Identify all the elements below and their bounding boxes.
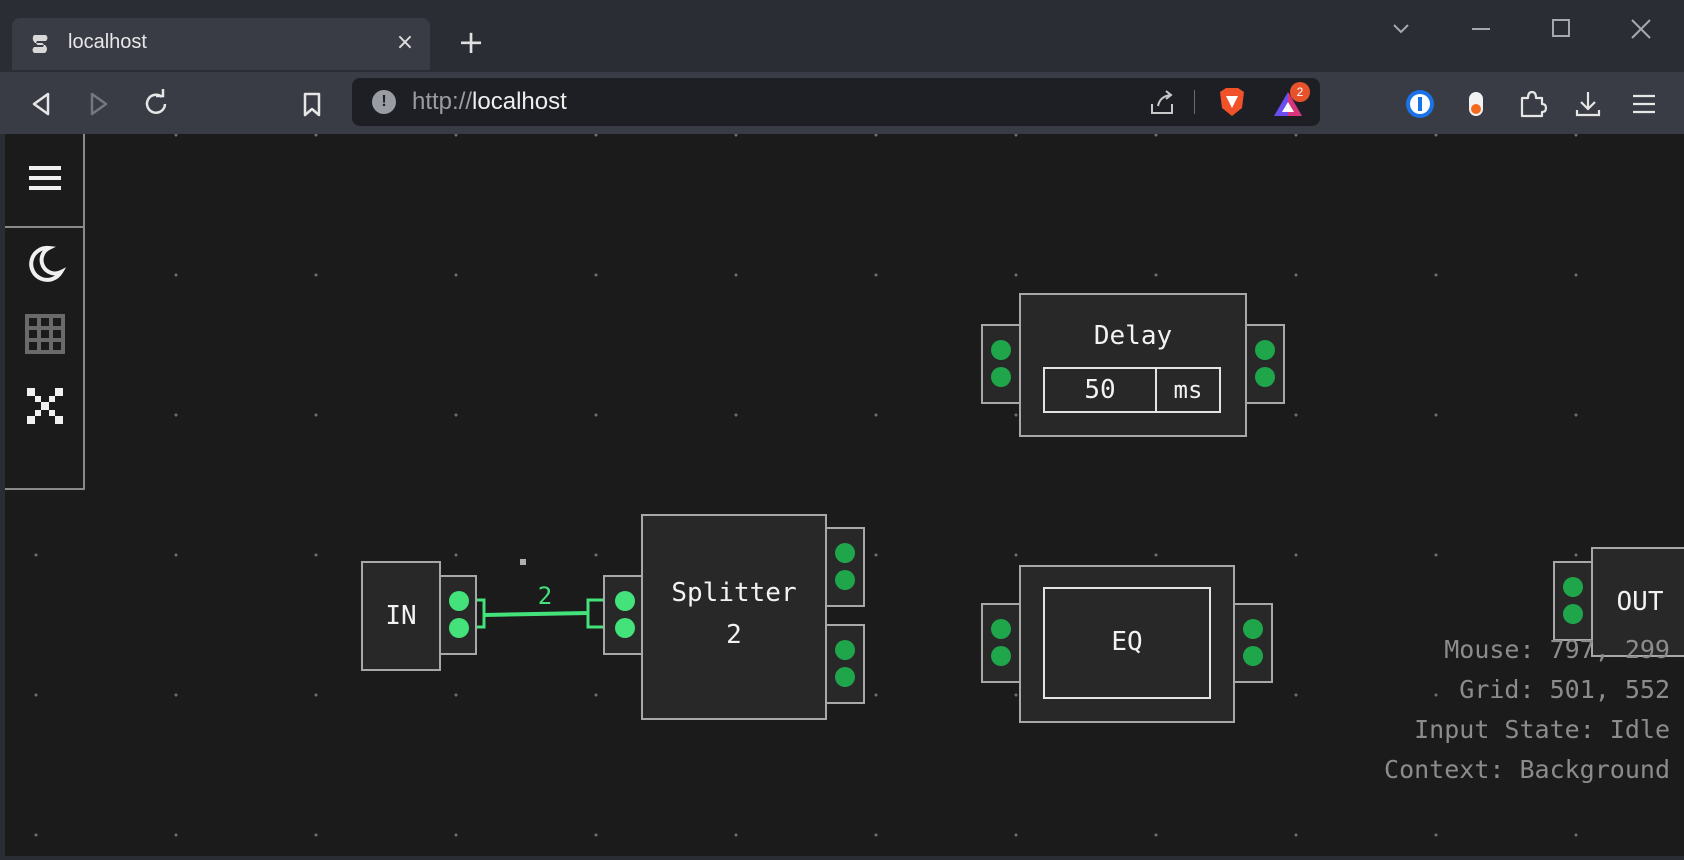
node-delay-input-port[interactable] (981, 324, 1021, 404)
forward-icon[interactable] (78, 84, 118, 124)
port-dot[interactable] (1563, 577, 1583, 597)
tab-strip: localhost × + (0, 0, 1684, 72)
port-dot[interactable] (1243, 646, 1263, 666)
port-dot[interactable] (615, 618, 635, 638)
node-eq[interactable]: EQ (1019, 565, 1235, 723)
address-bar-separator (1194, 90, 1195, 114)
editor-sidebar (5, 134, 85, 490)
url-text[interactable]: http://localhost (412, 88, 567, 116)
svelte-favicon-icon (32, 35, 48, 53)
bookmark-icon[interactable] (292, 84, 332, 124)
node-out[interactable]: OUT (1591, 547, 1684, 657)
minimize-icon[interactable] (1464, 14, 1498, 44)
node-editor-canvas[interactable]: 2 IN Splitter 2 (5, 134, 1684, 856)
port-dot[interactable] (1255, 340, 1275, 360)
tab-search-chevron-icon[interactable] (1384, 14, 1418, 44)
cursor-marker (520, 559, 526, 565)
port-dot[interactable] (835, 667, 855, 687)
port-dot[interactable] (1243, 619, 1263, 639)
port-dot[interactable] (1563, 604, 1583, 624)
port-dot[interactable] (835, 543, 855, 563)
tab-localhost[interactable]: localhost × (12, 18, 430, 70)
node-in[interactable]: IN (361, 561, 441, 671)
grid-icon[interactable] (23, 312, 67, 356)
extension-toggle-icon[interactable] (1456, 84, 1496, 124)
node-out-input-port[interactable] (1553, 561, 1593, 641)
back-icon[interactable] (22, 84, 62, 124)
node-splitter-label: Splitter (671, 578, 797, 608)
connection-label: 2 (537, 582, 553, 610)
password-manager-icon[interactable] (1400, 84, 1440, 124)
url-protocol: http:// (412, 88, 473, 115)
delay-unit-label: ms (1155, 367, 1221, 413)
node-delay[interactable]: Delay 50 ms (1019, 293, 1247, 437)
theme-moon-icon[interactable] (23, 242, 67, 286)
mouse-position-readout: Mouse: 797, 299 (1444, 635, 1670, 664)
menu-icon[interactable] (23, 156, 67, 200)
input-state-readout: Input State: Idle (1414, 715, 1670, 744)
node-eq-output-port[interactable] (1233, 603, 1273, 683)
downloads-icon[interactable] (1568, 84, 1608, 124)
node-in-output-port[interactable] (439, 575, 477, 655)
url-host: localhost (472, 88, 567, 115)
close-window-icon[interactable] (1624, 14, 1658, 44)
node-delay-label: Delay (1093, 321, 1173, 351)
node-delay-output-port[interactable] (1245, 324, 1285, 404)
port-dot[interactable] (449, 591, 469, 611)
port-dot[interactable] (991, 340, 1011, 360)
port-dot[interactable] (991, 646, 1011, 666)
rewards-badge: 2 (1290, 82, 1310, 102)
sidebar-divider (5, 226, 85, 228)
port-dot[interactable] (615, 591, 635, 611)
reload-icon[interactable] (136, 84, 176, 124)
node-splitter-count: 2 (726, 620, 742, 650)
extensions-puzzle-icon[interactable] (1512, 84, 1552, 124)
node-splitter-output-port-2[interactable] (825, 624, 865, 704)
port-dot[interactable] (1255, 367, 1275, 387)
port-dot[interactable] (991, 367, 1011, 387)
port-dot[interactable] (835, 570, 855, 590)
address-bar[interactable]: ! http://localhost 2 (352, 78, 1320, 126)
node-eq-label: EQ (1043, 587, 1211, 699)
port-dot[interactable] (449, 618, 469, 638)
status-readout: Mouse: 797, 299 Grid: 501, 552 Input Sta… (1384, 630, 1670, 790)
node-out-label: OUT (1616, 587, 1664, 617)
browser-menu-icon[interactable] (1624, 84, 1664, 124)
maximize-icon[interactable] (1544, 14, 1578, 44)
port-dot[interactable] (991, 619, 1011, 639)
node-eq-input-port[interactable] (981, 603, 1021, 683)
tab-close-icon[interactable]: × (395, 30, 415, 55)
brave-shields-icon[interactable] (1212, 82, 1252, 122)
node-splitter-input-port[interactable] (603, 575, 643, 655)
node-in-label: IN (385, 601, 417, 631)
delay-value-input[interactable]: 50 (1043, 367, 1157, 413)
node-splitter[interactable]: Splitter 2 (641, 514, 827, 720)
port-dot[interactable] (835, 640, 855, 660)
context-readout: Context: Background (1384, 755, 1670, 784)
tab-title: localhost (68, 31, 147, 53)
browser-toolbar: ! http://localhost 2 (0, 72, 1684, 134)
share-icon[interactable] (1142, 82, 1182, 122)
node-splitter-output-port-1[interactable] (825, 527, 865, 607)
grid-position-readout: Grid: 501, 552 (1459, 675, 1670, 704)
fit-view-icon[interactable] (23, 384, 67, 428)
site-info-icon[interactable]: ! (372, 90, 396, 114)
brave-rewards-icon[interactable]: 2 (1268, 82, 1310, 122)
new-tab-button[interactable]: + (457, 23, 485, 61)
